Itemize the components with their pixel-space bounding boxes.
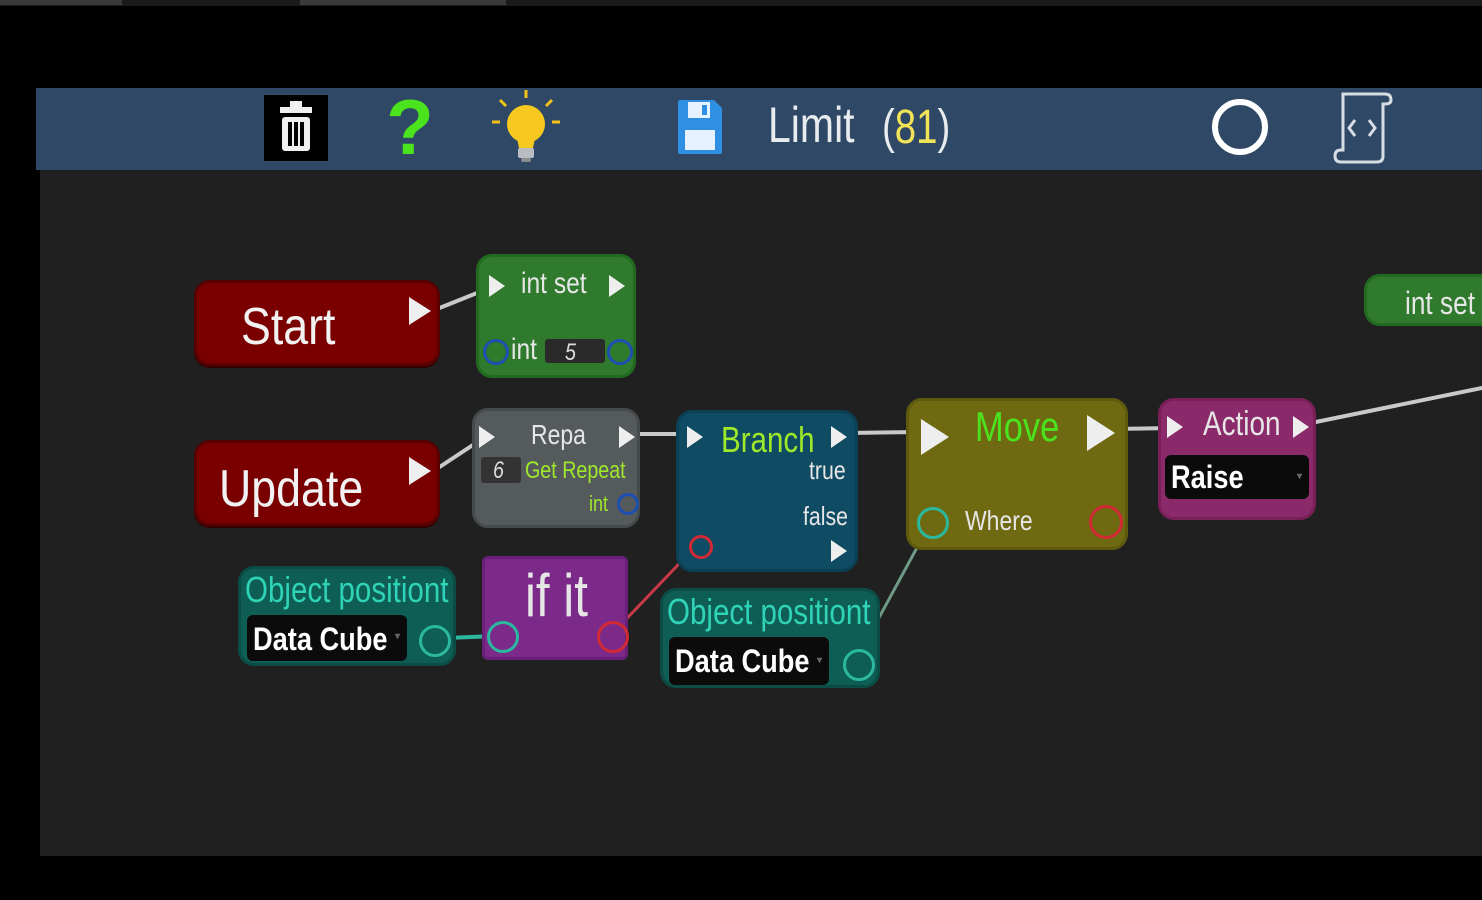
action-node[interactable]: Action Raise ▾ <box>1158 398 1316 520</box>
repeat-count: 6 <box>493 457 504 484</box>
branch-title: Branch <box>721 419 815 460</box>
object-position-1-output-port[interactable] <box>419 625 451 657</box>
top-bar-segment <box>300 0 506 5</box>
help-button[interactable]: ? <box>380 82 440 172</box>
branch-node[interactable]: Branch true false <box>676 410 858 572</box>
int-set-title: int set <box>521 267 587 300</box>
trash-icon <box>280 101 312 151</box>
branch-true-out-port[interactable] <box>831 426 847 448</box>
repeat-type-label: int <box>589 491 609 516</box>
action-dropdown[interactable]: Raise ▾ <box>1165 455 1309 499</box>
object-position-node-1[interactable]: Object positiont Data Cube ▾ <box>238 566 456 666</box>
int-set-exec-in-port[interactable] <box>489 275 505 297</box>
limit-label: Limit <box>768 97 855 153</box>
repeat-int-output-port[interactable] <box>617 493 639 515</box>
branch-true-label: true <box>809 455 846 485</box>
branch-exec-in-port[interactable] <box>687 426 703 448</box>
int-set-value: 5 <box>565 339 576 366</box>
int-set-exec-out-port[interactable] <box>609 275 625 297</box>
move-where-label: Where <box>965 505 1033 536</box>
object-position-2-dropdown[interactable]: Data Cube ▾ <box>669 637 829 685</box>
save-icon <box>678 100 722 154</box>
repeat-exec-in-port[interactable] <box>479 426 495 448</box>
trash-button[interactable] <box>264 95 328 161</box>
if-it-output-port[interactable] <box>597 621 629 653</box>
script-button[interactable] <box>1333 90 1393 164</box>
if-it-input-port[interactable] <box>487 621 519 653</box>
repeat-count-field[interactable]: 6 <box>481 457 521 484</box>
update-exec-out-port[interactable] <box>409 457 431 485</box>
int-set-value-field[interactable]: 5 <box>545 339 605 366</box>
limit-count-value: 81 <box>894 101 938 154</box>
limit-count: (81) <box>882 100 950 155</box>
top-bar-segment <box>0 0 122 5</box>
help-icon: ? <box>386 83 434 171</box>
int-set-2-title: int set <box>1405 285 1476 321</box>
repeat-get-label: Get Repeat <box>525 457 626 484</box>
circle-icon <box>1212 99 1268 155</box>
start-event-node[interactable]: Start <box>194 280 440 366</box>
object-position-1-title: Object positiont <box>245 569 449 610</box>
branch-false-out-port[interactable] <box>831 540 847 562</box>
hint-button[interactable] <box>490 88 562 166</box>
object-position-2-title: Object positiont <box>667 591 871 632</box>
action-title: Action <box>1203 405 1281 443</box>
object-position-2-output-port[interactable] <box>843 649 875 681</box>
chevron-down-icon: ▾ <box>817 655 823 666</box>
move-exec-out-port[interactable] <box>1087 415 1115 451</box>
int-set-node-2[interactable]: int set <box>1364 274 1482 326</box>
window-top-bar <box>0 0 1482 6</box>
repeat-exec-out-port[interactable] <box>619 426 635 448</box>
branch-condition-port[interactable] <box>689 535 713 559</box>
object-position-2-selected: Data Cube <box>675 643 810 679</box>
int-set-input-port[interactable] <box>483 339 509 365</box>
update-event-node[interactable]: Update <box>194 440 440 526</box>
move-output-port[interactable] <box>1089 505 1123 539</box>
script-icon <box>1333 92 1393 164</box>
if-it-title: if it <box>525 562 588 629</box>
move-title: Move <box>975 403 1060 450</box>
object-position-1-selected: Data Cube <box>253 621 388 657</box>
chevron-down-icon: ▾ <box>1297 471 1303 482</box>
int-set-node[interactable]: int set int 5 <box>476 254 636 378</box>
save-button[interactable] <box>676 98 724 156</box>
move-exec-in-port[interactable] <box>921 419 949 455</box>
chevron-down-icon: ▾ <box>395 631 401 642</box>
update-label: Update <box>219 460 364 518</box>
move-node[interactable]: Move Where <box>906 398 1128 550</box>
action-selected: Raise <box>1171 459 1244 495</box>
if-it-node[interactable]: if it <box>482 556 629 660</box>
limit-open-paren: ( <box>882 101 895 154</box>
repeat-node[interactable]: Repa 6 Get Repeat int <box>472 408 640 528</box>
int-set-param-label: int <box>511 333 537 366</box>
circle-button[interactable] <box>1210 97 1270 157</box>
int-set-output-port[interactable] <box>607 339 633 365</box>
start-exec-out-port[interactable] <box>409 297 431 325</box>
object-position-node-2[interactable]: Object positiont Data Cube ▾ <box>660 588 880 688</box>
branch-false-label: false <box>803 501 849 531</box>
object-position-1-dropdown[interactable]: Data Cube ▾ <box>247 615 407 661</box>
lightbulb-icon <box>492 90 560 162</box>
limit-close-paren: ) <box>937 101 951 154</box>
action-exec-out-port[interactable] <box>1293 416 1309 438</box>
repeat-title: Repa <box>531 419 586 450</box>
start-label: Start <box>241 298 336 356</box>
action-exec-in-port[interactable] <box>1167 416 1183 438</box>
move-where-input-port[interactable] <box>917 507 949 539</box>
